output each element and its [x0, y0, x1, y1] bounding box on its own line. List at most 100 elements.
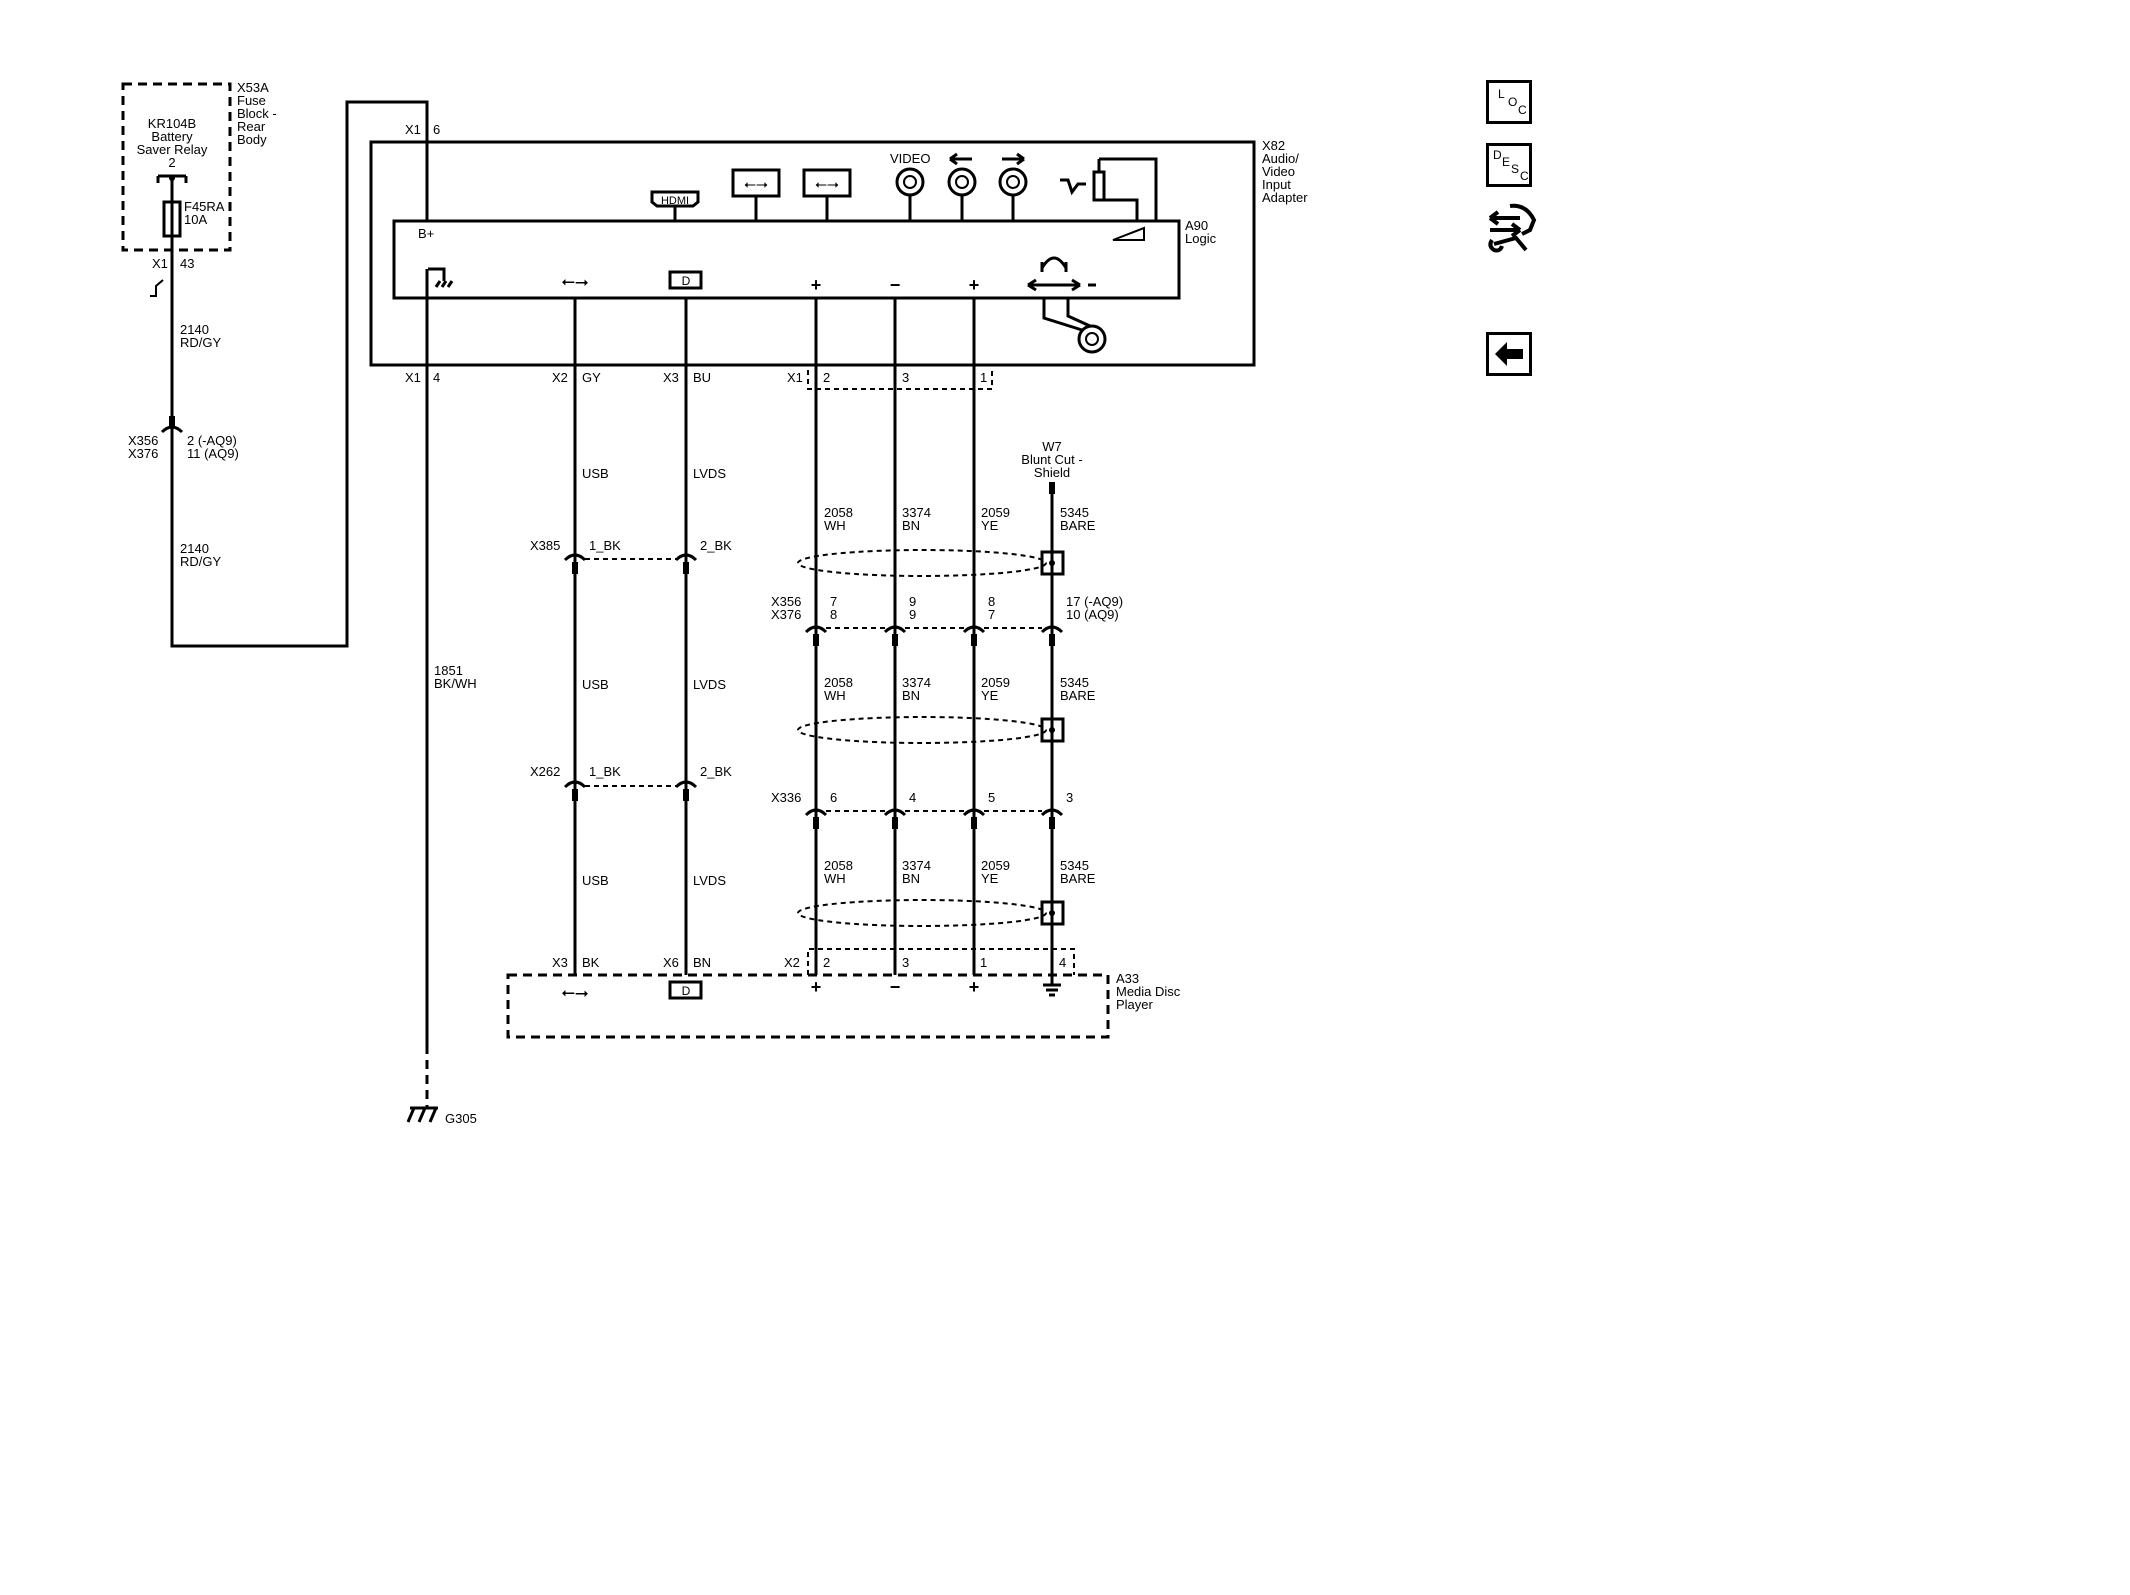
wire-2058-seg2-color: WH [824, 688, 846, 703]
x82-audio-connector-outline [807, 370, 993, 390]
wire-3374-seg1-color: BN [902, 518, 920, 533]
desc-letter-d: D [1493, 148, 1502, 162]
wire-3374-seg2-color: BN [902, 688, 920, 703]
a33-ground-icon [1043, 975, 1061, 997]
inline2-b1: 9 [909, 594, 916, 609]
x336-pin-2: 4 [909, 790, 916, 805]
a90-id: A90 [1185, 218, 1208, 233]
shield-drain-2 [1040, 717, 1065, 743]
a33-id: A33 [1116, 971, 1139, 986]
x385-connector [563, 553, 698, 562]
x336-connector [804, 808, 1064, 829]
desc-letter-e: E [1502, 155, 1511, 169]
x82-audio-pin-3: 1 [980, 370, 987, 385]
x82-id: X82 [1262, 138, 1285, 153]
desc-letter-c: C [1520, 169, 1529, 183]
usb-seg-1-label: USB [582, 466, 609, 481]
lvds-seg-1-label: LVDS [693, 466, 726, 481]
shield-drain-1 [1040, 550, 1065, 576]
wire-2058-seg1-color: WH [824, 518, 846, 533]
wire-3374-seg1-num: 3374 [902, 505, 931, 520]
inline-x356-pin [169, 416, 175, 428]
a33-pin-1: 2 [823, 955, 830, 970]
a90-plus-2: + [969, 275, 980, 295]
relay-pin: 2 [168, 155, 175, 170]
w7-label-2: Shield [1034, 465, 1070, 480]
x336-pin-4: 3 [1066, 790, 1073, 805]
a33-label-2: Player [1116, 997, 1154, 1012]
a33-plus-1: + [811, 977, 822, 997]
fuse-id: F45RA [184, 199, 225, 214]
audio-jack-right-icon [998, 167, 1028, 197]
audio-jack-left-icon [947, 167, 977, 197]
a90-minus: − [890, 275, 901, 295]
x82-label-2: Video [1262, 164, 1295, 179]
x385-pin-1: 1_BK [589, 538, 621, 553]
fuse-block-label-1: Fuse [237, 93, 266, 108]
usb-seg-3-label: USB [582, 873, 609, 888]
description-button[interactable]: D E S C [1486, 143, 1532, 187]
back-button[interactable] [1486, 332, 1532, 376]
shield-oval-1 [797, 549, 1047, 577]
loc-letter-l: L [1498, 87, 1505, 101]
wire-2140-b-num: 2140 [180, 541, 209, 556]
inline2-c2: 7 [988, 607, 995, 622]
a33-label-1: Media Disc [1116, 984, 1181, 999]
x385-id: X385 [530, 538, 560, 553]
wire-5345-seg1-color: BARE [1060, 518, 1096, 533]
wire-1851-color: BK/WH [434, 676, 477, 691]
inline2-d1: 17 (-AQ9) [1066, 594, 1123, 609]
inline1-conn-1: X356 [128, 433, 158, 448]
wire-5345-seg3-num: 5345 [1060, 858, 1089, 873]
fuse-conn-id: X1 [152, 256, 168, 271]
a33-usb-conn: X3 [552, 955, 568, 970]
shield-drain-3 [1040, 900, 1065, 926]
relay-name-2: Saver Relay [137, 142, 208, 157]
a90-bplus: B+ [418, 226, 434, 241]
back-arrow-icon [1495, 342, 1523, 366]
wire-2059-seg3-num: 2059 [981, 858, 1010, 873]
x82-audio-conn: X1 [787, 370, 803, 385]
x385-pin-2: 2_BK [700, 538, 732, 553]
wire-2059-seg1-color: YE [981, 518, 999, 533]
headphone-icon [1040, 256, 1068, 272]
a90-plus-1: + [811, 275, 822, 295]
wire-3374-seg2-num: 3374 [902, 675, 931, 690]
volume-potentiometer-icon [1060, 178, 1086, 196]
wire-5345-seg3-color: BARE [1060, 871, 1096, 886]
arrow-right-icon [1002, 152, 1025, 166]
inline2-a2: 8 [830, 607, 837, 622]
x82-label-3: Input [1262, 177, 1291, 192]
x262-id: X262 [530, 764, 560, 779]
fuse-block-outline [121, 82, 232, 252]
wire-5345-seg2-num: 5345 [1060, 675, 1089, 690]
wire-2059-seg2-num: 2059 [981, 675, 1010, 690]
inline1-pin-2: 11 (AQ9) [187, 446, 239, 461]
x82-audio-pin-2: 3 [902, 370, 909, 385]
a33-minus: − [890, 977, 901, 997]
display-symbol-a90 [668, 270, 703, 290]
x336-pin-3: 5 [988, 790, 995, 805]
usb-symbol-a90: ⭠⭢ [561, 272, 588, 291]
a33-pin-3: 1 [980, 955, 987, 970]
loc-letter-c: C [1518, 103, 1527, 117]
lvds-seg-2-label: LVDS [693, 677, 726, 692]
desc-letter-s: S [1511, 162, 1520, 176]
a33-usb-color: BK [582, 955, 600, 970]
usb-seg-2-label: USB [582, 677, 609, 692]
connector-repair-icon[interactable] [1486, 200, 1542, 256]
x82-top-conn: X1 [405, 122, 421, 137]
x82-audio-pin-1: 2 [823, 370, 830, 385]
usb-port-2-symbol: ⭠⭢ [815, 176, 839, 193]
location-button[interactable]: L O C [1486, 80, 1532, 124]
wire-2140-a-color: RD/GY [180, 335, 222, 350]
inline2-c1: 8 [988, 594, 995, 609]
a90-name: Logic [1185, 231, 1217, 246]
hdmi-port-icon [650, 190, 700, 208]
display-symbol-a33 [668, 980, 703, 1000]
wire-3374-seg3-num: 3374 [902, 858, 931, 873]
w7-label-1: Blunt Cut - [1021, 452, 1082, 467]
x336-id: X336 [771, 790, 801, 805]
arrow-left-icon [949, 152, 972, 166]
a33-plus-2: + [969, 977, 980, 997]
